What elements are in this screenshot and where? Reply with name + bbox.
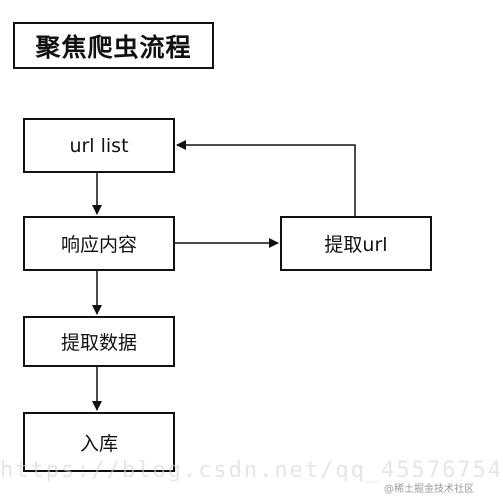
node-store: 入库 — [23, 412, 175, 472]
node-extract-url-label: 提取url — [324, 234, 388, 256]
node-response-content: 响应内容 — [23, 216, 175, 271]
credit-text: @稀土掘金技术社区 — [384, 484, 474, 495]
node-url-list-label: url list — [69, 134, 129, 157]
edge-extract-url-to-url-list — [176, 140, 356, 216]
node-extract-url: 提取url — [280, 216, 432, 271]
watermark-text: https://blog.csdn.net/qq_45576754 — [0, 458, 503, 483]
node-extract-data-label: 提取数据 — [60, 332, 137, 354]
node-url-list: url list — [23, 118, 175, 173]
diagram-title: 聚焦爬虫流程 — [13, 22, 214, 69]
node-store-label: 入库 — [79, 432, 118, 455]
flow-edges — [92, 140, 356, 411]
node-response-content-label: 响应内容 — [60, 234, 137, 256]
node-extract-data: 提取数据 — [23, 316, 175, 367]
